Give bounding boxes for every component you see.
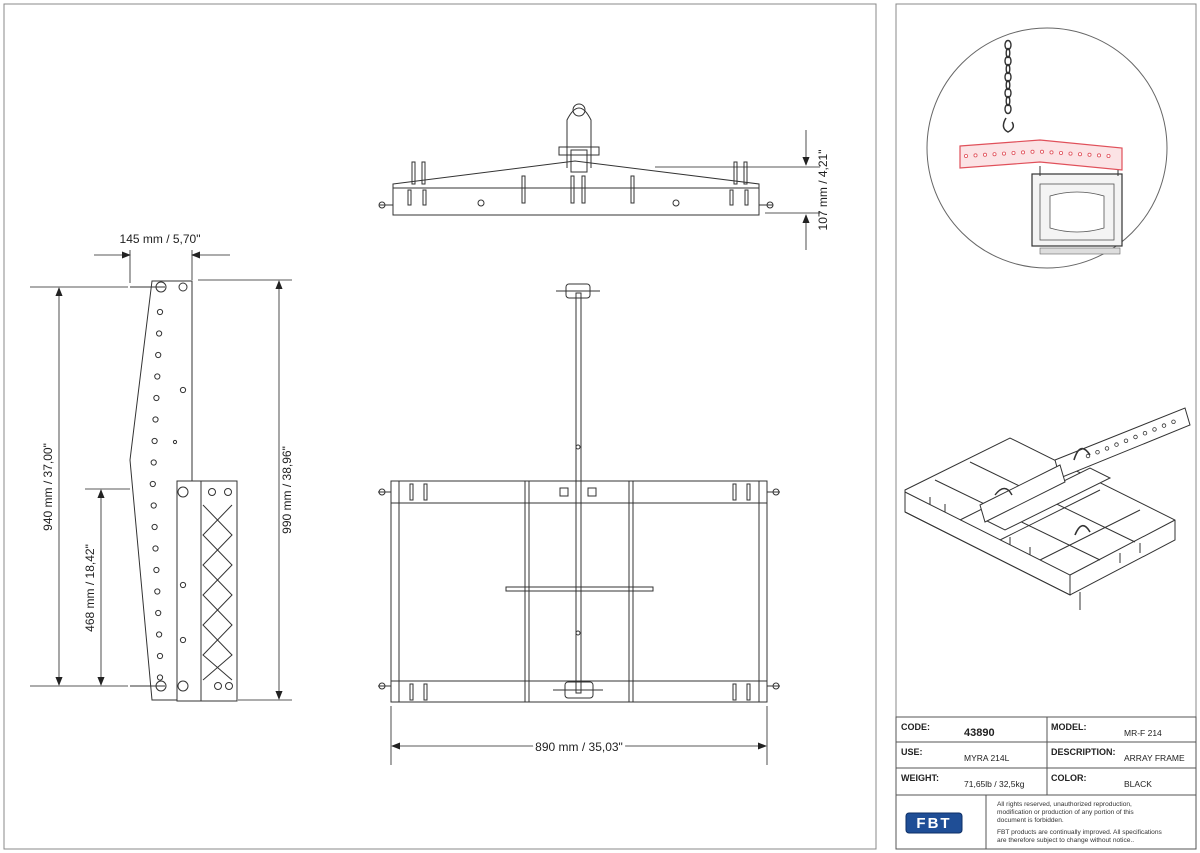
side-bar-hole [179,581,187,589]
frame-bar-hole [1087,152,1092,157]
iso-bar-hole [1133,434,1138,440]
frame-bar-hole [1078,152,1083,157]
color-label: COLOR: [1051,773,1087,783]
top-view [378,283,780,703]
side-bar-hole [153,394,160,402]
frame-bar-hole [1040,149,1045,154]
dim-side-990: 990 mm / 38,96" [280,446,294,534]
weight-label: WEIGHT: [901,773,939,783]
side-bar-hole [150,459,157,466]
side-bar-hole [154,588,161,595]
notice-line-4: FBT products are continually improved. A… [997,829,1163,836]
side-bar-hole [151,523,158,531]
side-bar-hole [149,480,156,488]
frame-bar-hole [992,152,997,157]
iso-bar-hole [1095,450,1100,455]
dim-side-width: 145 mm / 5,70" [120,232,201,246]
code-value: 43890 [964,727,995,739]
use-value: MYRA 214L [964,753,1010,763]
front-view-dimensions [655,130,820,250]
chain-link [1005,95,1011,107]
side-bar-hole [156,330,163,337]
frame-bar-hole [983,152,988,157]
dim-top-width: 890 mm / 35,03" [535,740,623,754]
iso-bar-hole [1085,453,1091,459]
side-view-dimensions [30,250,292,701]
weight-value: 71,65lb / 32,5kg [964,779,1025,789]
side-bar-hole [155,351,162,359]
model-label: MODEL: [1051,722,1087,732]
chain-link [1004,39,1012,51]
side-bar-hole [154,373,161,380]
iso-bar-hole [1171,419,1176,424]
iso-bar-hole [1114,442,1119,447]
frame-bar-hole [1021,150,1026,155]
side-view [129,280,238,702]
side-bar-hole [150,502,157,509]
iso-bar-hole [1142,431,1148,436]
chain-link [1005,63,1011,75]
isometric-bar-holes [1085,419,1176,459]
frame-bar-hole [1097,153,1102,158]
dim-front-height: 107 mm / 4,21" [816,150,830,231]
frame-bar-hole [1049,150,1054,155]
side-bar-hole [179,636,187,644]
frame-bar-hole [1011,150,1016,155]
description-value: ARRAY FRAME [1124,753,1185,763]
color-value: BLACK [1124,779,1152,789]
fbt-logo-text: FBT [916,815,951,832]
notice-line-5: are therefore subject to change without … [997,837,1134,844]
frame-bar-hole [973,153,978,158]
code-label: CODE: [901,722,930,732]
iso-bar-hole [1104,446,1110,451]
front-view [378,103,774,216]
frame-bar-hole [1002,151,1007,156]
side-bar-hole [172,439,178,445]
isometric-view [904,407,1191,610]
chain-link [1004,103,1012,115]
use-label: USE: [901,747,923,757]
iso-bar-hole [1152,427,1157,432]
side-bar-hole [151,437,158,445]
side-view-holes [149,308,187,681]
frame-bar-hole [1059,150,1064,155]
description-label: DESCRIPTION: [1051,747,1116,757]
notice-line-2: modification or production of any portio… [997,809,1134,816]
fbt-logo: FBT [905,812,963,834]
iso-bar-hole [1161,423,1167,428]
side-bar-hole [156,631,163,638]
frame-bar-hole [1030,149,1035,154]
frame-bar-hole [1068,151,1073,156]
chain-link [1004,71,1012,83]
side-bar-hole [153,566,160,574]
chain-link [1005,79,1011,91]
detail-circle-rigging [926,27,1168,269]
side-bar-hole [155,609,162,617]
side-bar-hole [156,652,164,660]
iso-bar-hole [1123,438,1129,443]
frame-bar-hole [964,153,969,158]
notice-line-1: All rights reserved, unauthorized reprod… [997,801,1132,808]
side-bar-hole [156,674,164,681]
side-bar-hole [179,386,187,394]
dim-side-940: 940 mm / 37,00" [41,443,55,531]
dim-side-468: 468 mm / 18,42" [83,544,97,632]
chain-link [1005,47,1011,59]
top-view-dimensions [390,706,768,765]
side-bar-hole [152,545,159,552]
model-value: MR-F 214 [1124,728,1162,738]
frame-bar-hole [1106,153,1111,158]
notice-line-3: document is forbidden. [997,817,1064,824]
chain-link [1004,87,1012,99]
side-bar-hole [156,308,164,316]
chain-link [1004,55,1012,67]
side-bar-hole [152,416,159,423]
